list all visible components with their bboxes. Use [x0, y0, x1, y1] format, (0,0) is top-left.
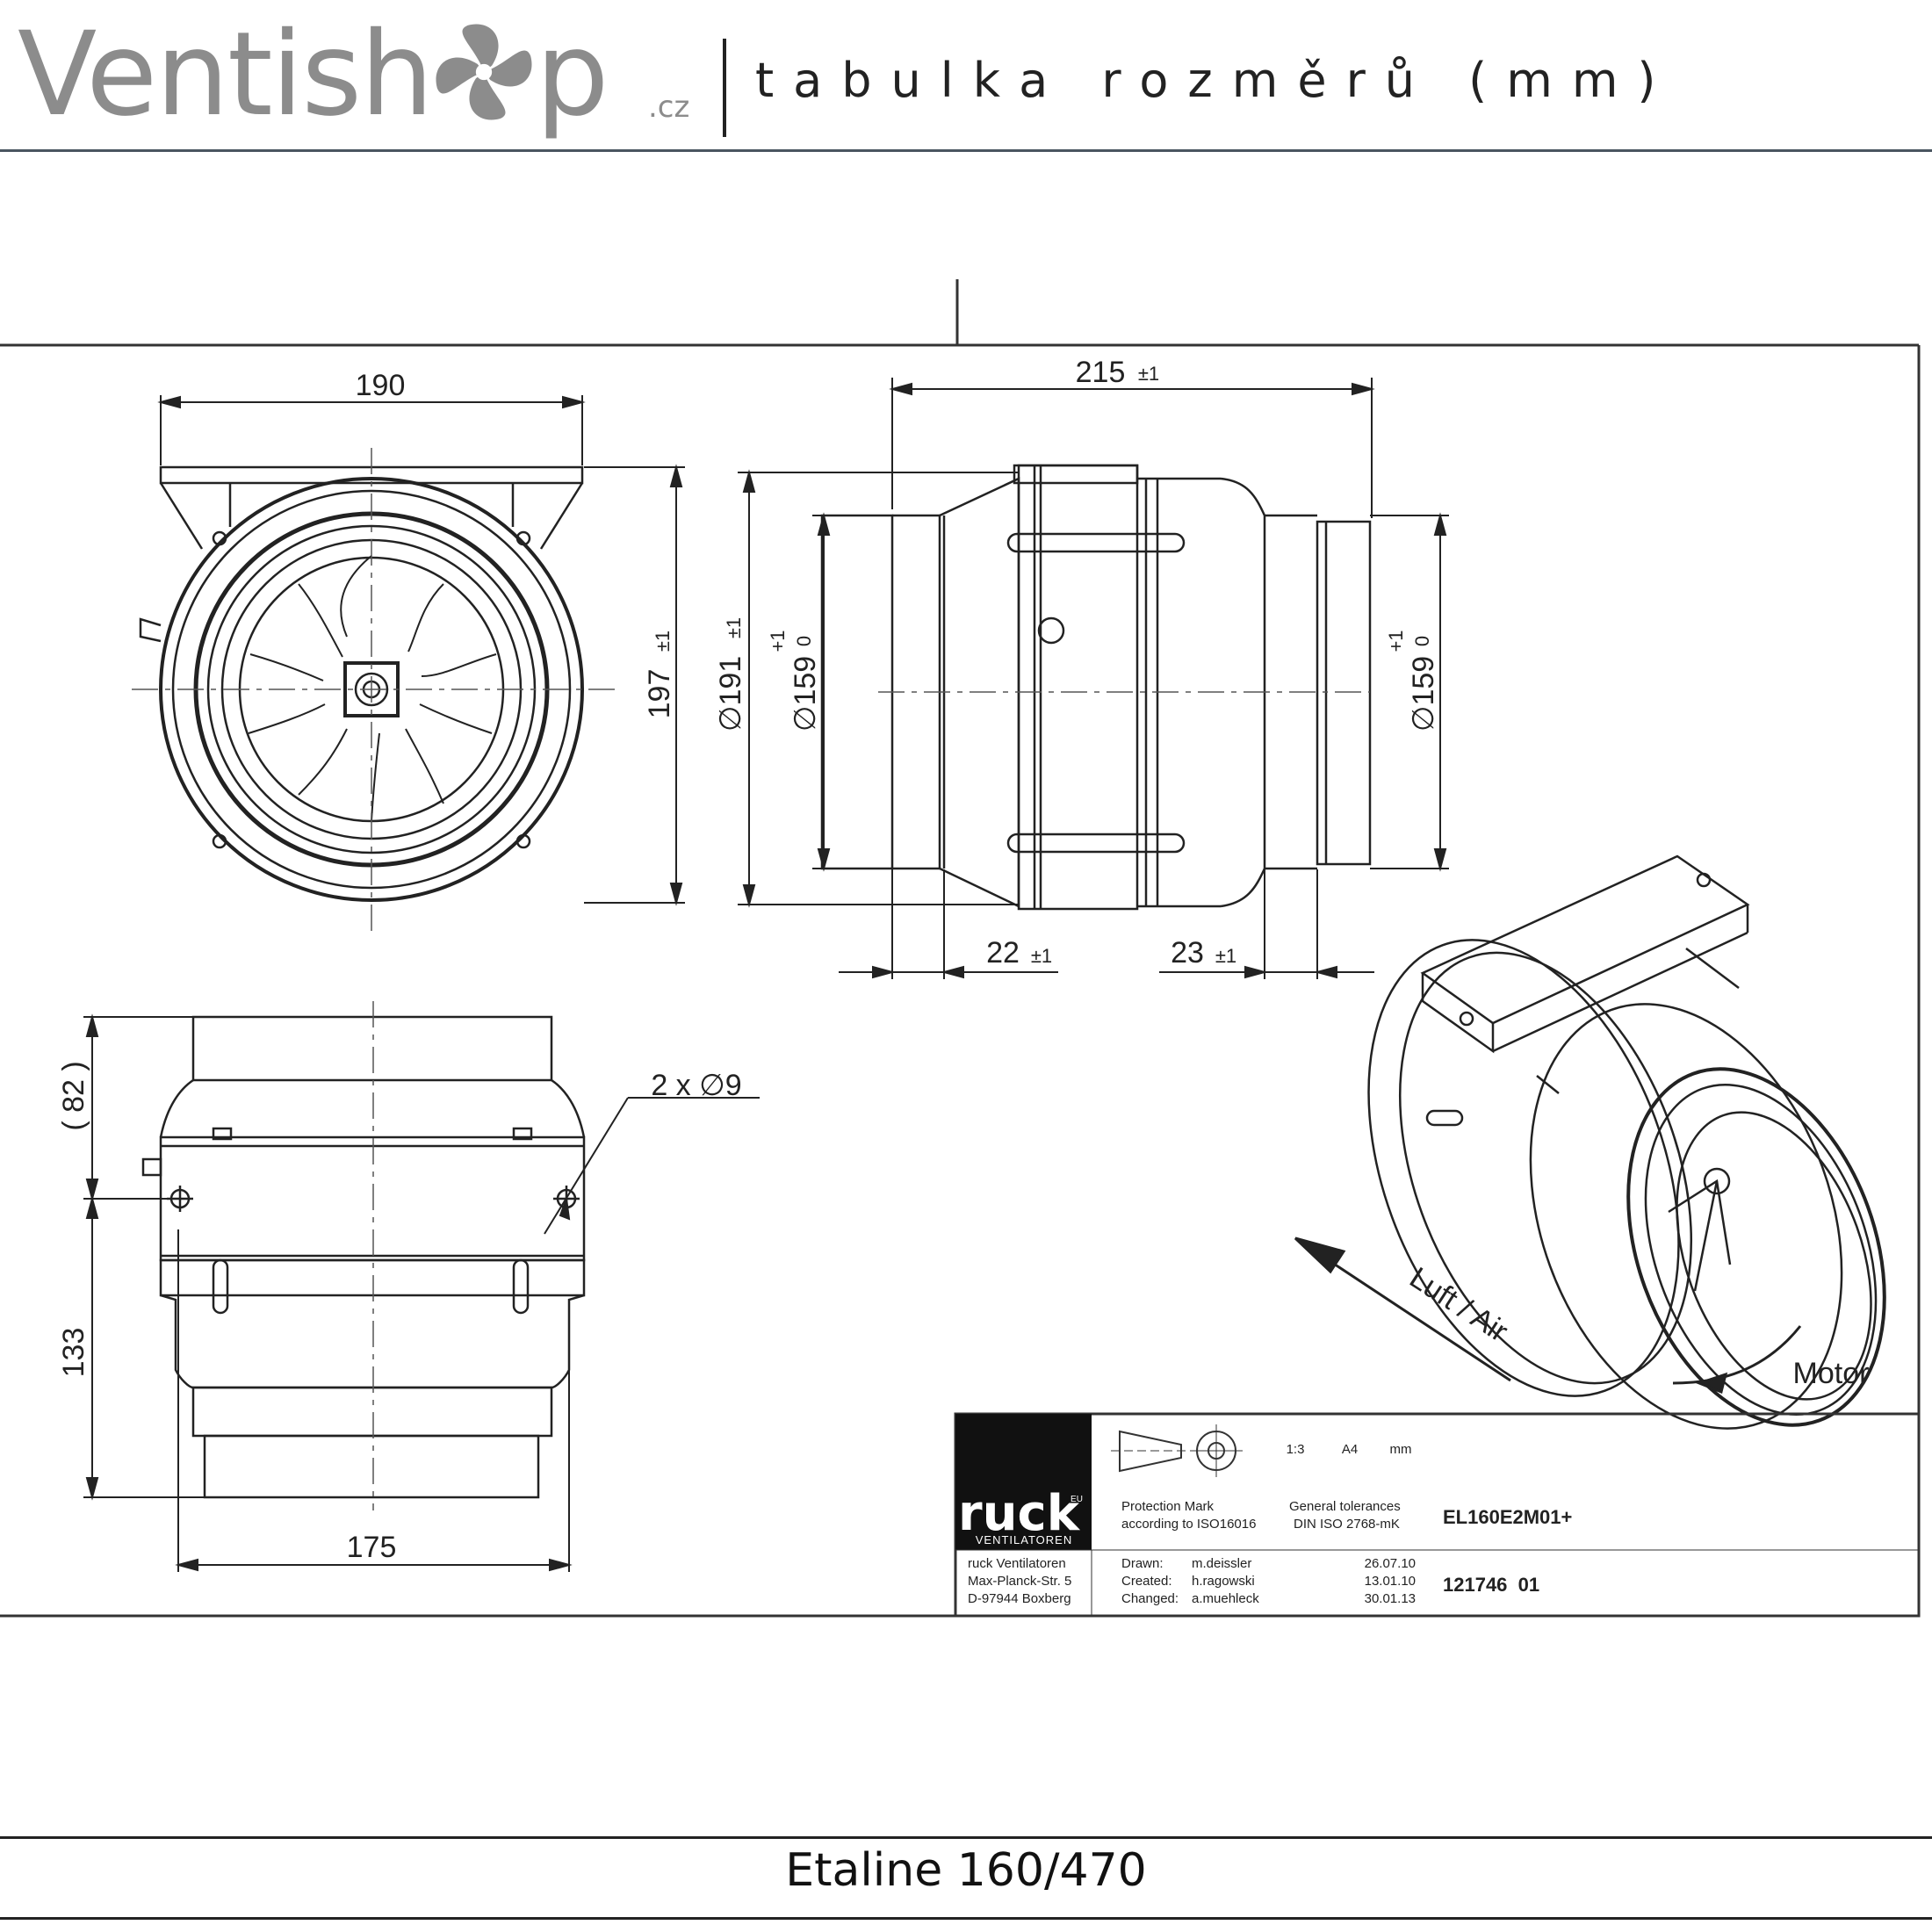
dim-front-width: 190	[356, 369, 406, 402]
dim-spigot-right-tol-lower: 0	[1411, 636, 1433, 646]
dim-front-height-tol: ±1	[652, 631, 674, 652]
product-name: Etaline 160/470	[785, 1844, 1147, 1897]
drawn-by: m.deissler	[1192, 1556, 1251, 1571]
airflow-label: Luft / Air	[1403, 1261, 1513, 1349]
address-line-2: Max-Planck-Str. 5	[968, 1574, 1071, 1589]
top-view	[141, 1015, 586, 1499]
logo-text-start: Ventish	[18, 7, 434, 142]
page-title: tabulka rozměrů (mm)	[755, 53, 1676, 108]
top-view-dimensions	[83, 1013, 760, 1572]
side-view-dimensions	[738, 378, 1449, 979]
drawn-label: Drawn:	[1121, 1556, 1164, 1571]
changed-by: a.muehleck	[1192, 1591, 1259, 1606]
created-by: h.ragowski	[1192, 1574, 1255, 1589]
logo-text-end: p	[535, 7, 609, 142]
part-number: EL160E2M01+	[1443, 1506, 1572, 1528]
dim-spigot-right-length-tol: ±1	[1215, 945, 1236, 967]
brand-logo: ruck	[958, 1485, 1081, 1542]
header-divider	[0, 149, 1932, 152]
changed-label: Changed:	[1121, 1591, 1179, 1606]
fan-icon	[436, 24, 532, 120]
paper-size: A4	[1342, 1442, 1358, 1457]
dim-top-133: 133	[57, 1328, 90, 1378]
front-view	[139, 465, 584, 902]
footer-divider-bottom	[0, 1917, 1932, 1920]
header: Ventish p .cz tabulka rozměrů (mm)	[0, 0, 1932, 154]
tolerances-2: DIN ISO 2768-mK	[1294, 1517, 1400, 1532]
dim-outer-diameter: ∅191	[714, 656, 747, 732]
side-view	[820, 464, 1372, 911]
protection-mark-2: according to ISO16016	[1121, 1517, 1256, 1532]
dim-spigot-diameter-left: ∅159	[789, 656, 822, 732]
dim-spigot-left-length: 22	[986, 936, 1020, 970]
scale: 1:3	[1287, 1442, 1305, 1457]
address-line-1: ruck Ventilatoren	[968, 1556, 1066, 1571]
dim-top-175: 175	[347, 1531, 397, 1564]
airflow-arrow	[1294, 1236, 1511, 1382]
impeller	[248, 555, 497, 822]
created-date: 13.01.10	[1365, 1574, 1416, 1589]
tolerances-1: General tolerances	[1289, 1499, 1401, 1514]
created-label: Created:	[1121, 1574, 1172, 1589]
title-block	[954, 1412, 1921, 1618]
dim-spigot-left-tol-upper: +1	[767, 630, 789, 652]
dim-side-length: 215	[1076, 356, 1126, 389]
footer-divider-top	[0, 1836, 1932, 1839]
dim-outer-diameter-tol: ±1	[723, 617, 745, 638]
logo-tld: .cz	[648, 90, 690, 125]
motor-label: Motor	[1793, 1357, 1870, 1390]
front-view-dimensions	[157, 395, 685, 906]
front-view-centerlines	[132, 448, 615, 931]
changed-date: 30.01.13	[1365, 1591, 1416, 1606]
drawn-date: 26.07.10	[1365, 1556, 1416, 1571]
brand-logo-sup: EU	[1071, 1495, 1083, 1504]
unit: mm	[1390, 1442, 1412, 1457]
drawing-number: 121746 01	[1443, 1574, 1539, 1596]
logo[interactable]: Ventish p	[18, 7, 609, 142]
address-line-3: D-97944 Boxberg	[968, 1591, 1071, 1606]
dim-holes: 2 x ∅9	[651, 1069, 741, 1102]
dim-spigot-left-tol-lower: 0	[793, 636, 815, 646]
header-separator	[723, 39, 726, 137]
dim-spigot-left-length-tol: ±1	[1031, 945, 1052, 967]
dim-front-height: 197	[643, 669, 676, 719]
protection-mark-1: Protection Mark	[1121, 1499, 1215, 1514]
technical-drawing: 190 197 ±1	[0, 279, 1921, 1618]
dim-side-length-tol: ±1	[1138, 363, 1159, 385]
dim-spigot-right-tol-upper: +1	[1385, 630, 1407, 652]
brand-logo-sub: VENTILATOREN	[976, 1533, 1072, 1546]
dim-spigot-right-length: 23	[1171, 936, 1204, 970]
dim-top-82: ( 82 )	[57, 1061, 90, 1130]
motor-rotation-arrow	[1672, 1325, 1802, 1395]
isometric-view	[1367, 854, 1886, 1430]
dim-spigot-diameter-right: ∅159	[1407, 656, 1440, 732]
